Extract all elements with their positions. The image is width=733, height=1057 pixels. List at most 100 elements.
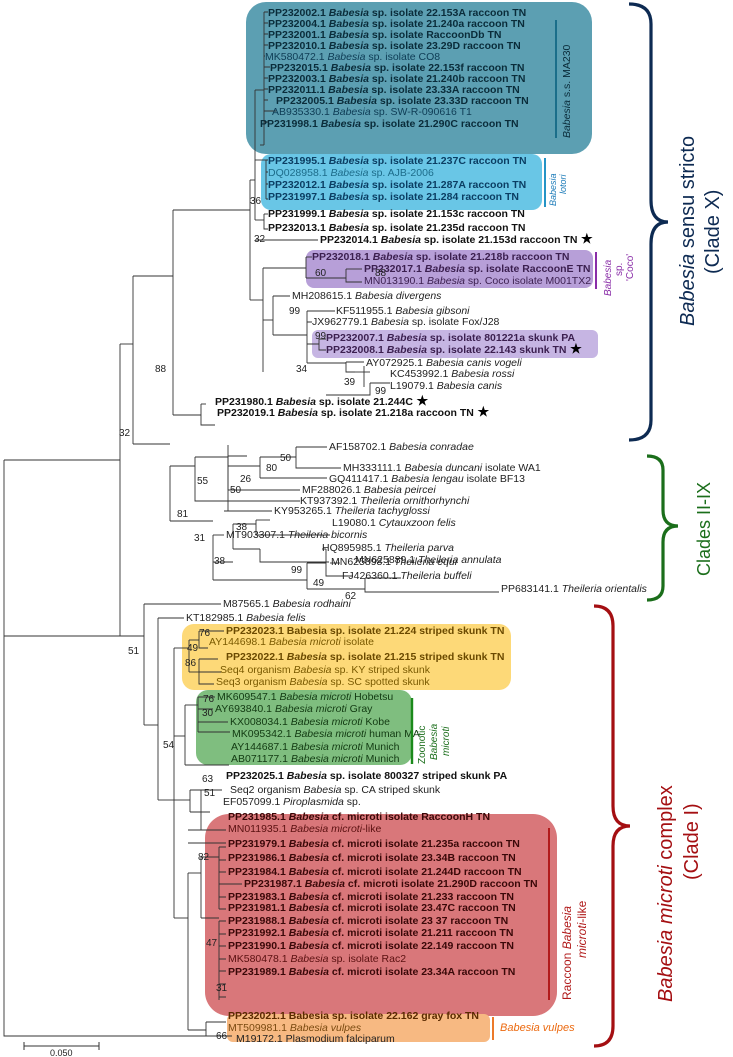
tree-leaf-label: MK095342.1 Babesia microti human MA <box>232 728 420 740</box>
tree-leaf-label: MF288026.1 Babesia peircei <box>302 484 436 496</box>
tree-leaf-label: PP232018.1 Babesia sp. isolate 21.218b r… <box>312 251 569 263</box>
bootstrap-value: 50 <box>230 485 242 496</box>
sensu-stricto-box <box>246 2 592 154</box>
tree-leaf-label: PP231985.1 Babesia cf. microti isolate R… <box>228 811 490 823</box>
tree-leaf-label: PP231986.1 Babesia cf. microti isolate 2… <box>228 852 516 864</box>
tree-leaf-label: KY953265.1 Theileria tachyglossi <box>274 505 431 517</box>
tree-leaf-label: EF057099.1 Piroplasmida sp. <box>223 796 361 808</box>
tree-leaf-label: PP232002.1 Babesia sp. isolate 22.153A r… <box>268 7 526 19</box>
bootstrap-value: 49 <box>187 643 199 654</box>
bootstrap-value: 39 <box>344 377 356 388</box>
tree-leaf-label: KF511955.1 Babesia gibsoni <box>336 305 470 317</box>
coco-label-1: Babesia <box>603 259 614 296</box>
tree-leaf-label: PP232004.1 Babesia sp. isolate 21.240a r… <box>268 18 525 30</box>
bootstrap-value: 26 <box>240 474 252 485</box>
tree-leaf-label: PP231984.1 Babesia cf. microti isolate 2… <box>228 866 522 878</box>
tree-leaf-label: PP232021.1 Babesia sp. isolate 22.162 gr… <box>228 1010 479 1022</box>
tree-leaf-label: KC453992.1 Babesia rossi <box>390 368 515 380</box>
zoonotic-label-3: microti <box>441 726 452 756</box>
bootstrap-value: 99 <box>315 331 327 342</box>
clade-x-title-1: Babesia sensu stricto <box>677 136 699 326</box>
clades-2-9-title: Clades II-IX <box>694 482 714 576</box>
tree-leaf-label: MK609547.1 Babesia microti Hobetsu <box>217 691 393 703</box>
bootstrap-value: 36 <box>250 196 262 207</box>
raccoon-label-1: Raccoon Babesia <box>560 906 574 1000</box>
tree-leaf-label: MT509981.1 Babesia vulpes <box>228 1022 362 1034</box>
clade-i-title-2: (Clade I) <box>681 803 703 880</box>
tree-leaf-label: PP231990.1 Babesia cf. microti isolate 2… <box>228 940 514 952</box>
tree-leaf-label: PP231980.1 Babesia sp. isolate 21.244C ★ <box>215 393 429 408</box>
tree-leaf-label: KT182985.1 Babesia felis <box>186 612 306 624</box>
coco-label-2: sp. <box>614 263 625 276</box>
tree-leaf-label: PP232005.1 Babesia sp. isolate 23.33D ra… <box>276 95 529 107</box>
vulpes-orange-box <box>227 1014 490 1042</box>
tree-leaf-label: Seq2 organism Babesia sp. CA striped sku… <box>230 784 441 796</box>
tree-leaf-label: FJ426360.1 Theileria buffeli <box>342 570 472 582</box>
vulpes-label: Babesia vulpes <box>500 1022 575 1034</box>
tree-leaf-label: DQ028958.1 Babesia sp. AJB-2006 <box>268 167 434 179</box>
tree-leaf-label: MN625889.1 Theileria annulata <box>355 554 502 566</box>
bootstrap-value: 54 <box>163 740 175 751</box>
tree-leaf-label: AY144698.1 Babesia microti isolate <box>209 636 374 648</box>
bootstrap-value: 34 <box>296 364 308 375</box>
tree-leaf-label: KX008034.1 Babesia microti Kobe <box>230 716 390 728</box>
tree-leaf-label: AB935330.1 Babesia sp. SW-R-090616 T1 <box>272 106 472 118</box>
tree-leaf-label: PP231998.1 Babesia sp. isolate 21.290C r… <box>260 118 519 130</box>
ss-label: Babesia s.s. MA230 <box>561 44 573 138</box>
tree-leaf-label: PP232012.1 Babesia sp. isolate 21.287A r… <box>268 179 526 191</box>
tree-leaf-label: AB071177.1 Babesia microti Munich <box>231 753 400 765</box>
tree-leaf-label: KT937392.1 Theileria ornithorhynchi <box>300 495 470 507</box>
bootstrap-value: 51 <box>128 646 140 657</box>
tree-leaf-label: MK580472.1 Babesia sp. isolate CO8 <box>265 51 440 63</box>
clade-i-brace <box>593 604 631 1048</box>
bootstrap-value: 51 <box>204 788 216 799</box>
bootstrap-value: 38 <box>214 556 226 567</box>
bootstrap-value: 63 <box>202 774 214 785</box>
tree-leaf-label: PP683141.1 Theileria orientalis <box>501 583 648 595</box>
bootstrap-value: 81 <box>177 509 189 520</box>
tree-leaf-label: PP232017.1 Babesia sp. isolate RaccoonE … <box>364 263 590 275</box>
tree-leaf-label: L19079.1 Babesia canis <box>390 380 503 392</box>
tree-leaf-label: PP231989.1 Babesia cf. microti isolate 2… <box>228 966 515 978</box>
tree-leaf-label: PP232010.1 Babesia sp. isolate 23.29D ra… <box>268 40 521 52</box>
tree-leaf-label: AF158702.1 Babesia conradae <box>329 441 474 453</box>
tree-leaf-label: MT903307.1 Theileria bicornis <box>226 529 368 541</box>
bootstrap-value: 62 <box>345 591 357 602</box>
tree-leaf-label: MN011935.1 Babesia microti-like <box>228 823 381 835</box>
bootstrap-value: 32 <box>119 428 131 439</box>
bootstrap-value: 80 <box>266 463 278 474</box>
bootstrap-value: 47 <box>206 938 218 949</box>
bootstrap-value: 88 <box>155 364 167 375</box>
clade-x-brace <box>628 2 669 442</box>
tree-leaf-label: AY144687.1 Babesia microti Munich <box>231 741 400 753</box>
bootstrap-value: 60 <box>315 268 327 279</box>
bootstrap-value: 50 <box>280 453 292 464</box>
tree-leaf-label: JX962779.1 Babesia sp. isolate Fox/J28 <box>312 316 500 328</box>
tree-leaf-label: PP231995.1 Babesia sp. isolate 21.237C r… <box>268 155 527 167</box>
tree-leaf-label: L19080.1 Cytauxzoon felis <box>332 517 457 529</box>
tree-leaf-label: AY072925.1 Babesia canis vogeli <box>366 357 522 369</box>
tree-leaf-label: PP232025.1 Babesia sp. isolate 800327 st… <box>226 770 508 782</box>
bootstrap-value: 66 <box>216 1031 228 1042</box>
tree-leaf-label: MH333111.1 Babesia duncani isolate WA1 <box>343 462 541 474</box>
tree-leaf-label: M19172.1 Plasmodium falciparum <box>236 1033 395 1045</box>
bootstrap-value: 99 <box>375 386 387 397</box>
zoonotic-label-1: Zoonotic <box>417 726 428 764</box>
tree-leaf-label: MH208615.1 Babesia divergens <box>292 290 442 302</box>
tree-leaf-label: Seq4 organism Babesia sp. KY striped sku… <box>220 664 431 676</box>
bootstrap-value: 32 <box>254 234 266 245</box>
clade-i-title-1: Babesia microti complex <box>655 785 677 1002</box>
zoonotic-green-box <box>196 690 412 765</box>
tree-leaf-label: PP232007.1 Babesia sp. isolate 801221a s… <box>326 332 575 344</box>
skunk-pa-box <box>312 330 598 358</box>
lotori-box <box>261 154 542 210</box>
tree-leaf-label: MK580478.1 Babesia sp. isolate Rac2 <box>228 953 406 965</box>
tree-leaf-label: PP231997.1 Babesia sp. isolate 21.284 ra… <box>268 191 519 203</box>
bootstrap-value: 82 <box>198 852 210 863</box>
tree-leaf-label: PP231983.1 Babesia cf. microti isolate 2… <box>228 891 514 903</box>
lotori-label-1: Babesia <box>548 173 558 206</box>
tree-leaf-label: MN625898.1 Theileria equi <box>331 556 458 568</box>
tree-leaf-label: PP231979.1 Babesia cf. microti isolate 2… <box>228 838 520 850</box>
